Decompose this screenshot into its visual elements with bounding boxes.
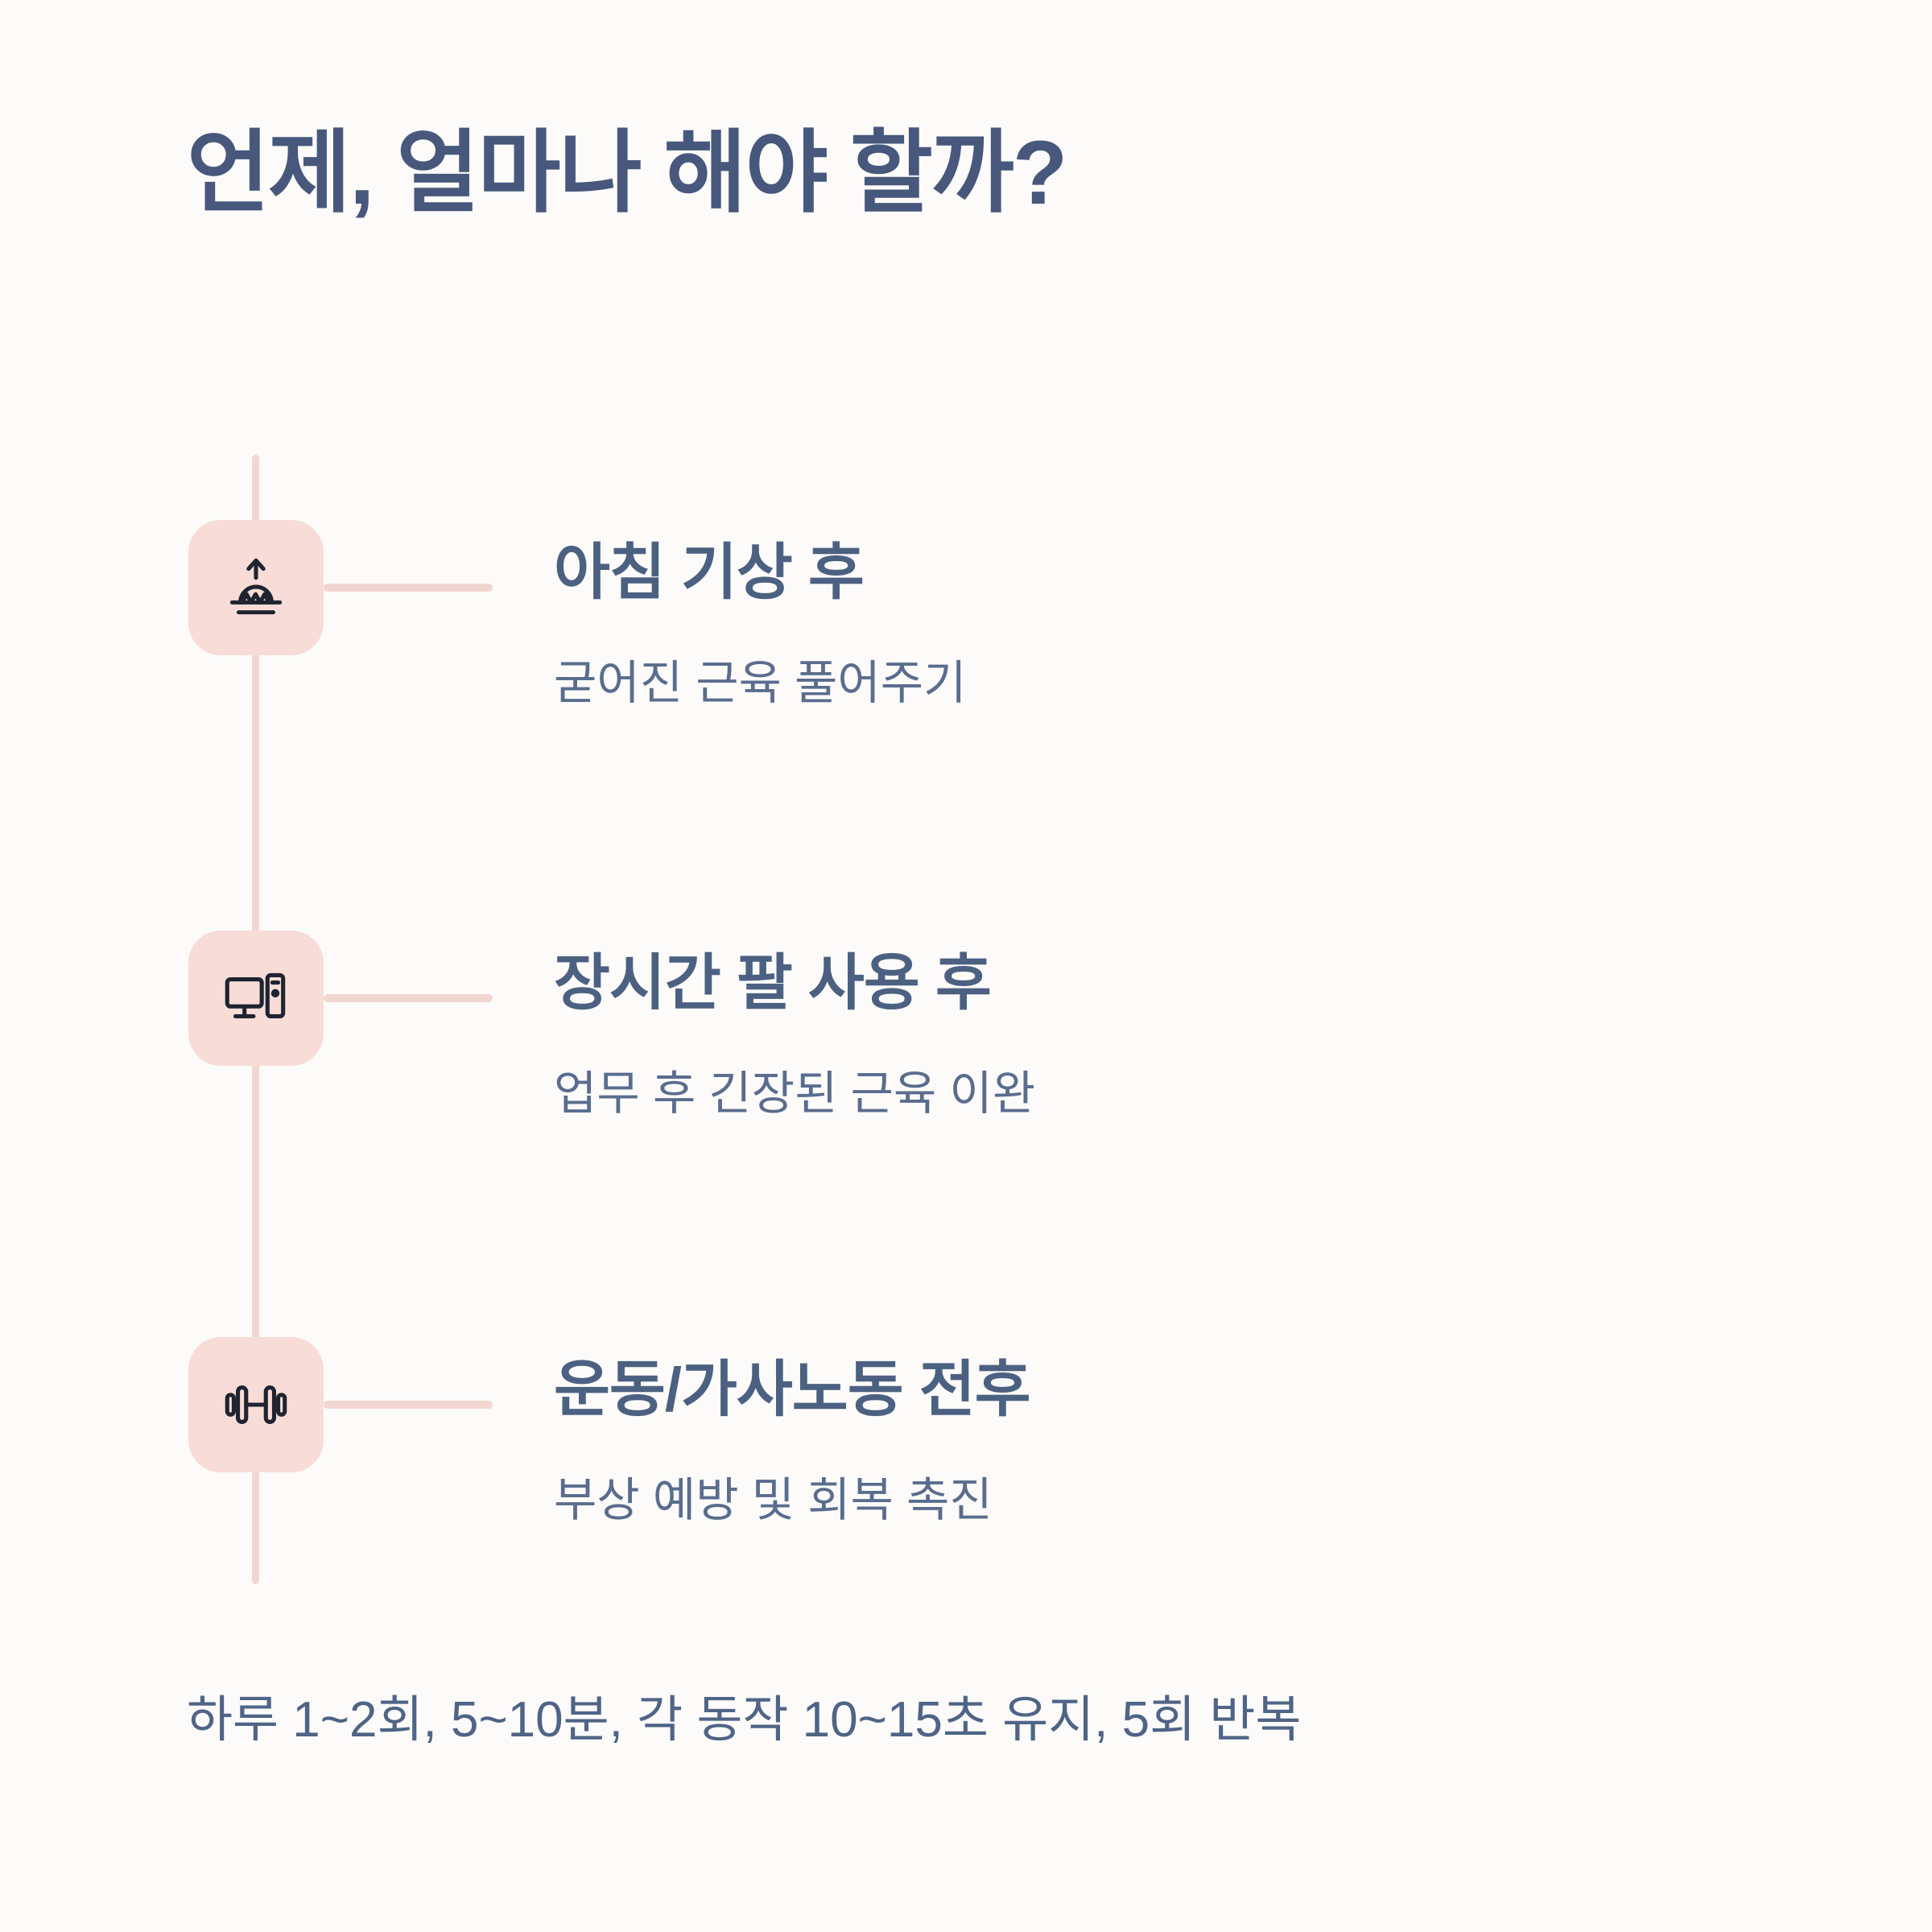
connector-line (324, 1401, 493, 1409)
item-heading: 아침 기상 후 (554, 539, 865, 607)
icon-box (188, 1337, 324, 1472)
icon-box (188, 931, 324, 1066)
item-texts: 운동/가사노동 전후 부상 예방 및 회복 촉진 (554, 1353, 1031, 1530)
item-subtitle: 굳어진 근육 풀어주기 (554, 657, 967, 710)
item-heading: 운동/가사노동 전후 (554, 1356, 1031, 1424)
connector-line (324, 584, 493, 592)
computer-icon (225, 972, 286, 1019)
connector-line (324, 994, 493, 1002)
timeline-item-exercise: 운동/가사노동 전후 부상 예방 및 회복 촉진 (0, 1337, 1932, 1526)
item-subtitle: 업무 후 긴장된 근육 이완 (554, 1067, 1036, 1121)
dumbbell-icon (225, 1385, 287, 1424)
item-texts: 아침 기상 후 굳어진 근육 풀어주기 (554, 536, 966, 713)
item-heading: 장시간 팔 사용 후 (554, 949, 992, 1018)
item-subtitle: 부상 예방 및 회복 촉진 (554, 1474, 993, 1527)
page-title: 언제, 얼마나 해야 할까? (187, 122, 1067, 223)
icon-box (188, 520, 324, 655)
item-texts: 장시간 팔 사용 후 업무 후 긴장된 근육 이완 (554, 947, 1035, 1124)
sunrise-icon (229, 558, 283, 615)
timeline-item-computer: 장시간 팔 사용 후 업무 후 긴장된 근육 이완 (0, 931, 1932, 1120)
footer-note: 하루 1~2회, 5~10분, 각 동작 10~15초 유지, 5회 반복 (187, 1692, 1302, 1748)
timeline-item-morning: 아침 기상 후 굳어진 근육 풀어주기 (0, 520, 1932, 709)
